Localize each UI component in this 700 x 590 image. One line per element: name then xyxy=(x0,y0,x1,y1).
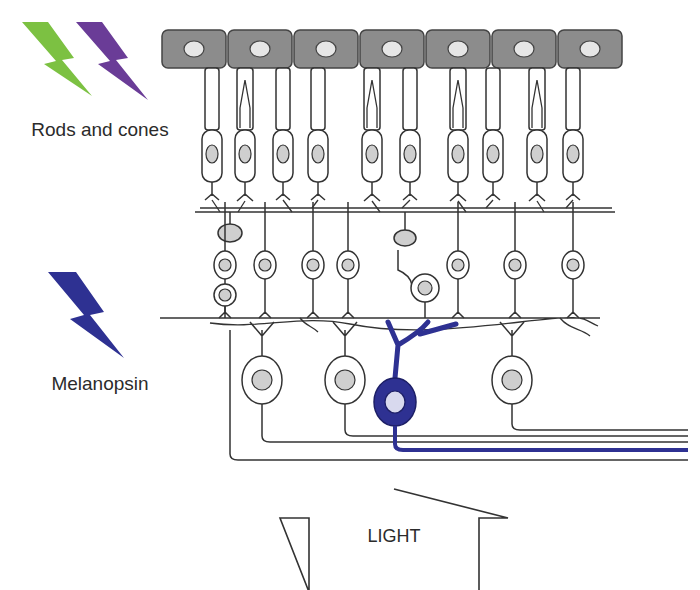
arrow-shape xyxy=(280,489,508,590)
green-bolt xyxy=(22,22,92,96)
part-label: Rods and cones xyxy=(30,118,170,142)
light-arrow: LIGHT xyxy=(279,488,509,582)
blue-bolt xyxy=(48,272,124,358)
part-label: Melanopsin xyxy=(30,372,170,396)
arrow-label: LIGHT xyxy=(309,526,479,547)
purple-bolt xyxy=(76,22,148,100)
